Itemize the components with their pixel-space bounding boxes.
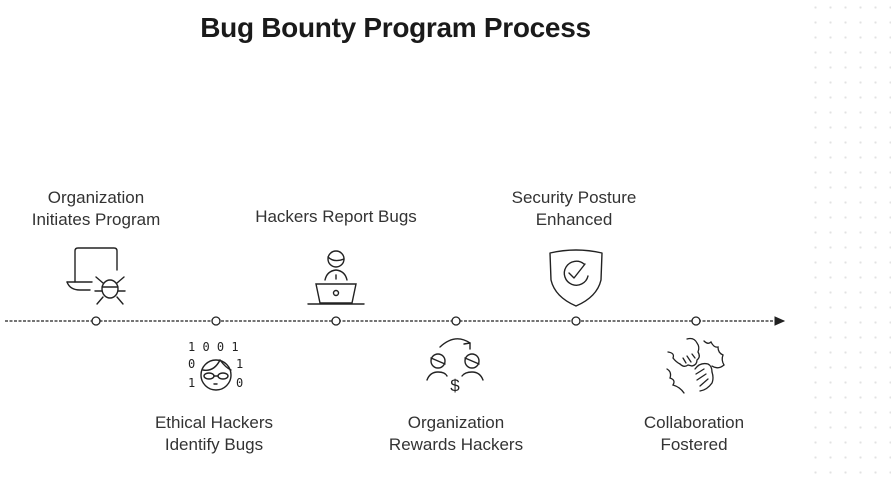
step-5-label-line1: Security Posture [511, 188, 637, 207]
step-3-label: Hackers Report Bugs [226, 206, 446, 228]
step-6-label: Collaboration Fostered [584, 412, 804, 456]
person-laptop-icon [307, 250, 365, 305]
binary-digit: 0 [236, 376, 243, 390]
step-5-label-line2: Enhanced [535, 210, 613, 229]
currency-symbol: $ [450, 376, 460, 395]
dot-grid-decoration [808, 0, 891, 481]
reward-exchange-icon: $ [426, 338, 484, 395]
binary-digits-row: 1 0 0 1 [188, 340, 239, 354]
step-4-label-line2: Rewards Hackers [388, 435, 524, 454]
timeline-node-1 [91, 316, 101, 326]
step-3-label-line1: Hackers Report Bugs [255, 207, 417, 226]
step-1-label: Organization Initiates Program [0, 187, 206, 231]
step-6-label-line2: Fostered [660, 435, 728, 454]
step-2-label: Ethical Hackers Identify Bugs [104, 412, 324, 456]
step-4-label-line1: Organization [407, 413, 505, 432]
shield-check-icon [549, 249, 603, 307]
step-4-label: Organization Rewards Hackers [346, 412, 566, 456]
timeline-node-4 [451, 316, 461, 326]
step-5-label: Security Posture Enhanced [464, 187, 684, 231]
binary-digit: 1 [236, 357, 243, 371]
timeline-node-5 [571, 316, 581, 326]
step-2-label-line2: Identify Bugs [164, 435, 264, 454]
step-6-label-line1: Collaboration [643, 413, 745, 432]
laptop-bug-icon [66, 247, 126, 305]
handshake-icon [666, 337, 725, 394]
step-2-label-line1: Ethical Hackers [154, 413, 274, 432]
diagram-title: Bug Bounty Program Process [200, 12, 591, 43]
binary-digit: 0 [188, 357, 195, 371]
hacker-binary-icon: 1 0 0 1 0 1 1 0 [188, 340, 243, 391]
step-1-label-line1: Organization [47, 188, 145, 207]
timeline-node-2 [211, 316, 221, 326]
step-1-label-line2: Initiates Program [31, 210, 161, 229]
binary-digit: 1 [188, 376, 195, 390]
timeline-node-3 [331, 316, 341, 326]
timeline-node-6 [691, 316, 701, 326]
